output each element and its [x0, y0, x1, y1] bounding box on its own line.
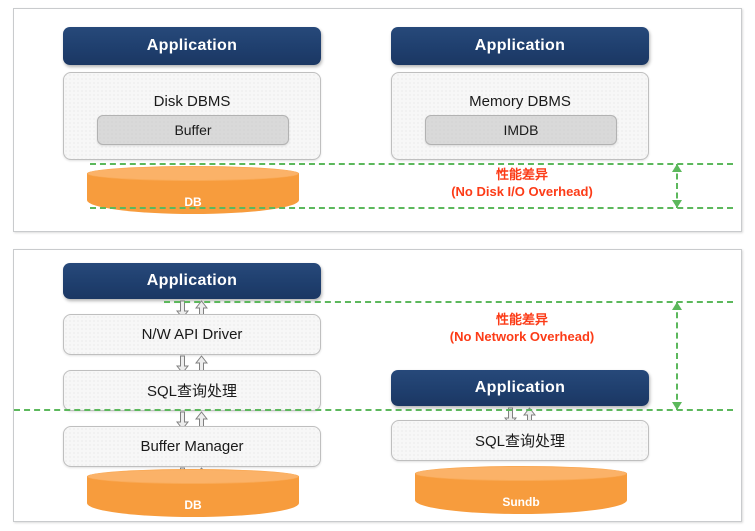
bottom-left-arrows-2	[63, 354, 321, 374]
top-performance-gap-annotation: 性能差异 (No Disk I/O Overhead)	[386, 167, 658, 200]
panel-disk-vs-memory-dbms: Application Disk DBMS Buffer DB Applicat…	[13, 8, 742, 232]
bottom-left-buffer-manager-box[interactable]: Buffer Manager	[63, 426, 321, 467]
bottom-annotation-line2: (No Network Overhead)	[449, 328, 595, 344]
top-left-application-bar[interactable]: Application	[63, 27, 321, 65]
top-left-db-cylinder-label: DB	[184, 195, 202, 209]
arrow-shaft	[676, 302, 678, 410]
cylinder-top-ellipse	[87, 469, 299, 484]
arrow-head-up-icon	[672, 302, 682, 310]
top-separator-line-lower	[90, 207, 733, 209]
bottom-left-sql-processing-box[interactable]: SQL查询处理	[63, 370, 321, 411]
bottom-separator-line-lower	[14, 409, 733, 411]
bottom-left-application-bar[interactable]: Application	[63, 263, 321, 299]
arrow-down-icon	[176, 355, 189, 374]
bottom-right-sundb-cylinder[interactable]: Sundb	[415, 466, 627, 514]
bottom-separator-line-upper	[164, 301, 733, 303]
top-annotation-line2: (No Disk I/O Overhead)	[451, 183, 593, 199]
panel-network-vs-embedded: Application N/W API Driver SQL查询处理	[13, 249, 742, 522]
cylinder-top-ellipse	[415, 466, 627, 481]
bottom-left-db-cylinder-label: DB	[184, 498, 202, 512]
top-right-memory-dbms-label: Memory DBMS	[469, 92, 571, 110]
bottom-left-arrows-1	[63, 299, 321, 319]
bottom-left-nw-api-driver-box[interactable]: N/W API Driver	[63, 314, 321, 355]
top-left-disk-dbms-box[interactable]: Disk DBMS Buffer	[63, 72, 321, 160]
bottom-gap-double-arrow	[669, 302, 685, 410]
top-right-imdb-chip[interactable]: IMDB	[425, 115, 617, 145]
arrow-head-down-icon	[672, 402, 682, 410]
top-right-memory-dbms-box[interactable]: Memory DBMS IMDB	[391, 72, 649, 160]
arrow-head-up-icon	[672, 164, 682, 172]
cylinder-top-ellipse	[87, 166, 299, 181]
top-gap-double-arrow	[669, 164, 685, 208]
arrow-down-icon	[176, 411, 189, 430]
top-annotation-line1: 性能差异	[495, 167, 548, 182]
arrow-shaft	[676, 164, 678, 208]
top-right-application-bar[interactable]: Application	[391, 27, 649, 65]
bottom-left-db-cylinder[interactable]: DB	[87, 469, 299, 517]
bottom-right-sundb-cylinder-label: Sundb	[502, 495, 540, 509]
bottom-performance-gap-annotation: 性能差异 (No Network Overhead)	[386, 312, 658, 345]
bottom-annotation-line1: 性能差异	[495, 312, 548, 327]
bottom-right-application-bar[interactable]: Application	[391, 370, 649, 406]
bottom-right-sql-processing-box[interactable]: SQL查询处理	[391, 420, 649, 461]
top-left-disk-dbms-label: Disk DBMS	[153, 92, 231, 110]
top-separator-line-upper	[90, 163, 733, 165]
top-left-buffer-chip[interactable]: Buffer	[97, 115, 289, 145]
arrow-head-down-icon	[672, 200, 682, 208]
